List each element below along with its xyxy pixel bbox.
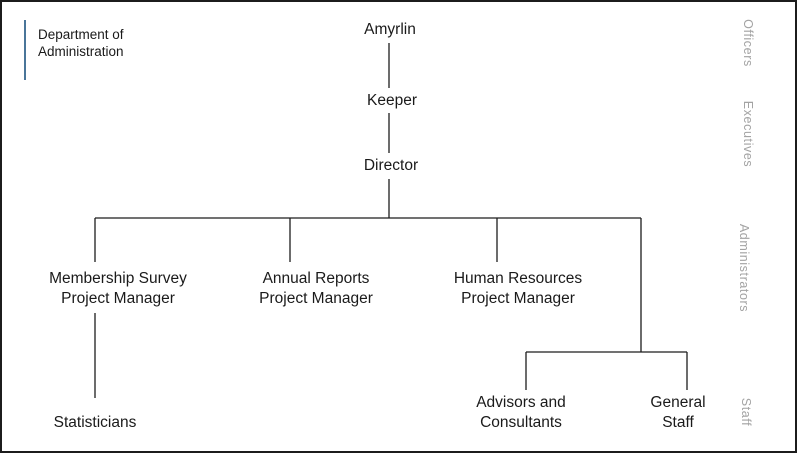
node-membership-survey-project-manager: Membership Survey Project Manager [49, 270, 187, 307]
node-director: Director [363, 157, 419, 174]
node-keeper: Keeper [367, 92, 417, 109]
node-statisticians: Statisticians [53, 414, 137, 431]
node-advisors-and-consultants: Advisors and Consultants [476, 394, 566, 431]
accent-bar [24, 20, 26, 80]
department-title: Department of Administration [38, 27, 124, 59]
tier-label-officers: Officers [741, 19, 755, 67]
tier-label-executives: Executives [741, 100, 755, 168]
node-annual-reports-project-manager: Annual Reports Project Manager [259, 270, 373, 307]
tier-label-staff: Staff [739, 397, 753, 427]
node-human-resources-project-manager: Human Resources Project Manager [453, 270, 583, 307]
node-general-staff: General Staff [650, 394, 706, 431]
node-amyrlin: Amyrlin [364, 21, 416, 38]
tier-label-administrators: Administrators [737, 223, 751, 313]
